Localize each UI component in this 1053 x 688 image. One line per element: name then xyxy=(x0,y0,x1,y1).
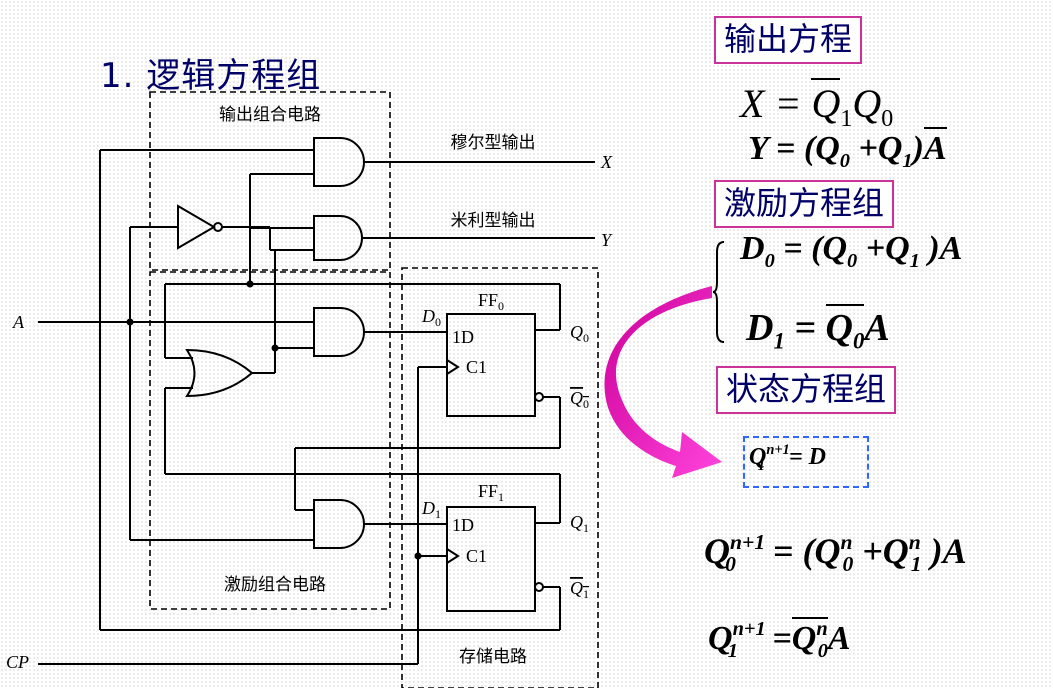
excitation-equations-label: 激励方程组 xyxy=(714,180,895,228)
equation-q0-next: Qn+10 = (Qn0 +Qn1 )A xyxy=(704,530,967,577)
equation-d0: D0 = (Q0 +Q1 )A xyxy=(740,230,963,272)
and-gate-d1 xyxy=(313,499,365,549)
ff0-d-label: D0 xyxy=(421,306,441,329)
storage-block-label: 存储电路 xyxy=(459,647,527,667)
ff0-1d-label: 1D xyxy=(452,327,474,347)
curved-arrow xyxy=(604,286,722,478)
not-gate xyxy=(177,204,216,250)
moore-output-label: 穆尔型输出 xyxy=(451,133,536,153)
ff0-qbar-label: Q0 xyxy=(570,388,589,411)
equation-d1: D1 = Q0A xyxy=(746,304,890,355)
junction-dot xyxy=(246,280,254,288)
circuit-diagram: 输出组合电路 激励组合电路 存储电路 穆尔型输出 米利型输出 X Y A CP … xyxy=(6,91,613,688)
equation-x: X = Q1Q0 xyxy=(740,78,893,133)
equation-state-generic: Qn+11 = D xyxy=(749,442,826,474)
mealy-output-label: 米利型输出 xyxy=(451,211,536,231)
output-block-outline xyxy=(149,91,391,271)
output-equations-label: 输出方程 xyxy=(714,16,863,64)
junction-dot xyxy=(126,318,134,326)
equation-q1-next: Qn+11 =Qn0A xyxy=(708,617,851,662)
ff1-box xyxy=(446,506,536,612)
and-gate-d0 xyxy=(313,307,365,357)
section-title: 1. 逻辑方程组 xyxy=(100,56,322,96)
ff1-qbar-label: Q1 xyxy=(570,578,589,601)
and-gate-y xyxy=(313,215,363,261)
ff1-1d-label: 1D xyxy=(452,515,474,535)
signal-y-label: Y xyxy=(601,230,613,250)
ff0-c1-label: C1 xyxy=(466,357,487,377)
excitation-block-outline xyxy=(149,271,391,610)
or-gate xyxy=(185,348,254,398)
ff0-clock-triangle xyxy=(446,359,460,375)
ff1-d-label: D1 xyxy=(421,498,441,521)
signal-a-label: A xyxy=(12,312,25,332)
state-equation-box xyxy=(743,436,869,488)
signal-x-label: X xyxy=(600,152,613,172)
ff0-name: FF0 xyxy=(478,290,504,313)
junction-dot xyxy=(414,552,422,560)
ff1-qbar-bubble xyxy=(534,582,544,592)
ff1-c1-label: C1 xyxy=(466,546,487,566)
ff1-name: FF1 xyxy=(478,481,504,504)
ff1-q-label: Q1 xyxy=(570,512,589,535)
ff0-q-label: Q0 xyxy=(570,322,589,345)
ff0-box xyxy=(446,313,536,417)
output-block-label: 输出组合电路 xyxy=(219,105,321,125)
state-equations-label: 状态方程组 xyxy=(716,366,897,414)
signal-cp-label: CP xyxy=(6,652,29,672)
junction-dot xyxy=(271,344,279,352)
ff0-qbar-bubble xyxy=(534,392,544,402)
ff1-clock-triangle xyxy=(446,548,460,564)
equation-brace xyxy=(712,241,725,343)
and-gate-x xyxy=(313,137,365,187)
excitation-block-label: 激励组合电路 xyxy=(224,575,326,595)
storage-block-outline xyxy=(401,267,599,688)
equation-y: Y = (Q0 +Q1)A xyxy=(748,127,947,173)
